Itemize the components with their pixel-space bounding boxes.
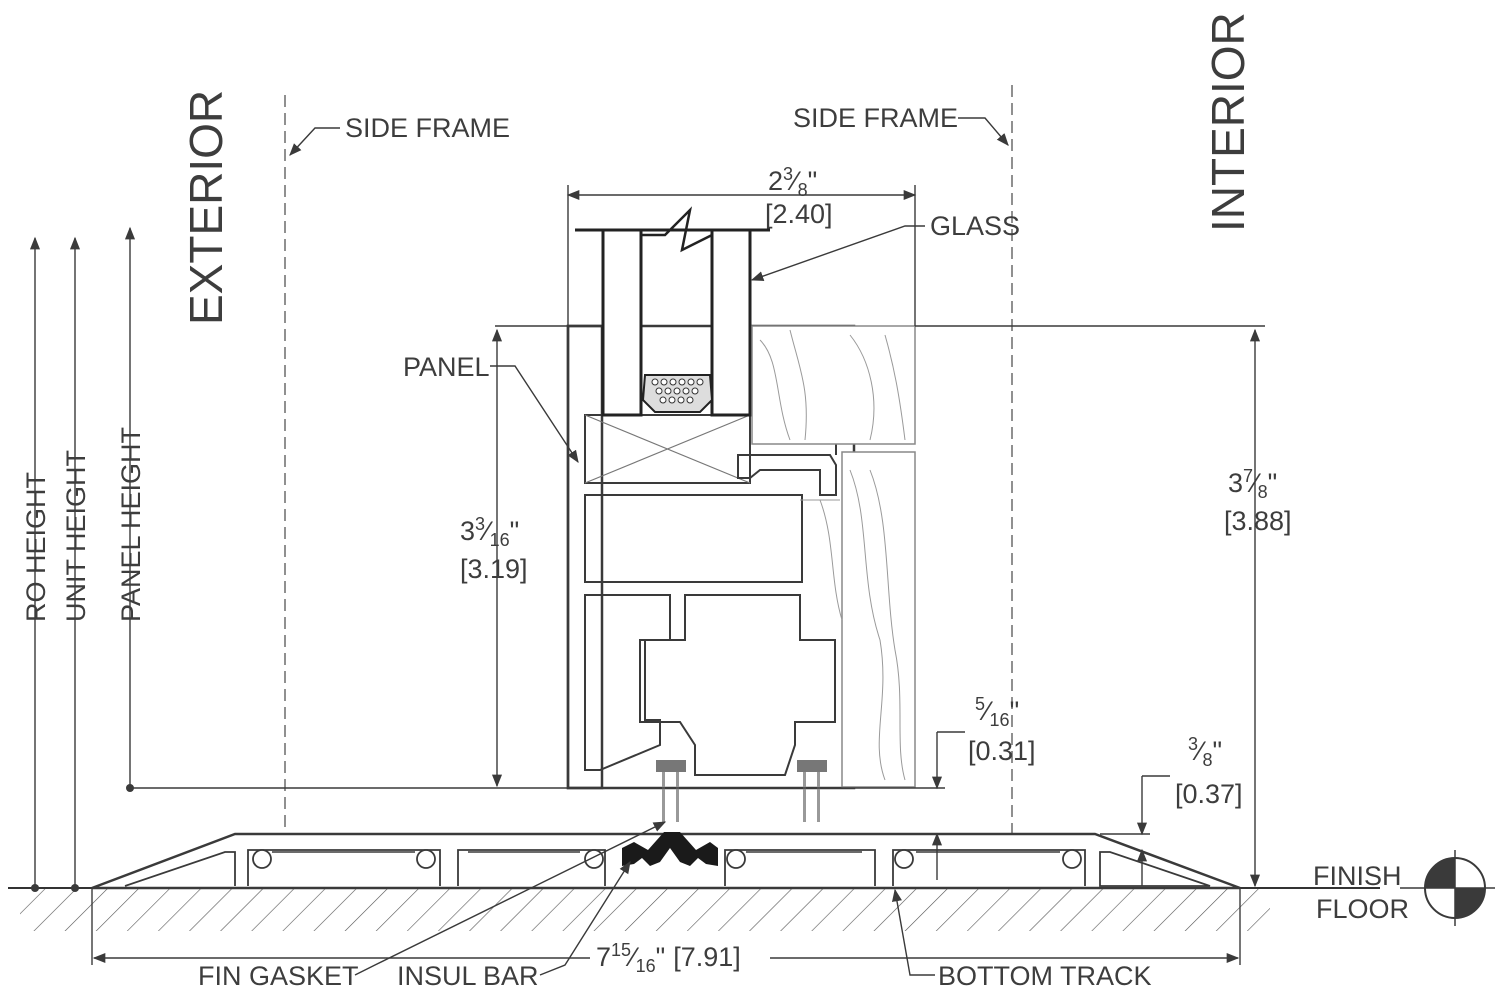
finish-floor-symbol — [1400, 850, 1495, 926]
dim-total-height: 37⁄8" [3.88] — [1224, 466, 1292, 536]
svg-text:715⁄16"[7.91]: 715⁄16"[7.91] — [596, 940, 741, 976]
dim-overall-width: 715⁄16"[7.91] — [596, 940, 741, 976]
dimension-lines — [29, 185, 1265, 965]
side-frame-right-label: SIDE FRAME — [793, 103, 958, 133]
bottom-track — [91, 832, 1241, 890]
interior-label: INTERIOR — [1202, 12, 1254, 232]
svg-text:[3.19]: [3.19] — [460, 554, 528, 584]
panel-label: PANEL — [403, 352, 490, 382]
dim-glass-width: 23⁄8" [2.40] — [765, 164, 833, 229]
floor-hatch — [8, 887, 1380, 931]
wood-interior — [751, 325, 916, 788]
ro-height-label: RO HEIGHT — [21, 472, 51, 622]
fin-gasket-label: FIN GASKET — [198, 961, 359, 991]
floor-label: FLOOR — [1316, 894, 1409, 924]
finish-label: FINISH — [1313, 861, 1402, 891]
svg-text:33⁄16": 33⁄16" — [460, 514, 519, 550]
glass-label: GLASS — [930, 211, 1020, 241]
svg-text:23⁄8": 23⁄8" — [768, 164, 817, 200]
bottom-track-label: BOTTOM TRACK — [938, 961, 1152, 991]
dim-panel-height: 33⁄16" [3.19] — [460, 514, 528, 584]
leader-lines — [289, 117, 1009, 976]
dim-gap-small: 5⁄16" [0.31] — [968, 694, 1036, 766]
svg-text:[3.88]: [3.88] — [1224, 506, 1292, 536]
svg-text:[2.40]: [2.40] — [765, 199, 833, 229]
svg-text:[0.31]: [0.31] — [968, 736, 1036, 766]
center-gasket — [622, 832, 718, 866]
panel-height-label: PANEL HEIGHT — [116, 427, 146, 622]
svg-text:5⁄16": 5⁄16" — [975, 694, 1019, 730]
unit-height-label: UNIT HEIGHT — [61, 450, 91, 622]
exterior-label: EXTERIOR — [180, 90, 232, 325]
glass-unit — [575, 206, 770, 417]
svg-text:3⁄8": 3⁄8" — [1188, 734, 1222, 770]
insul-bars — [656, 760, 827, 822]
side-frame-left-label: SIDE FRAME — [345, 113, 510, 143]
dim-track-height: 3⁄8" [0.37] — [1175, 734, 1243, 809]
side-frame-centerlines — [284, 85, 1013, 835]
svg-text:37⁄8": 37⁄8" — [1228, 466, 1277, 502]
height-arrow-origins — [31, 784, 134, 892]
svg-text:[0.37]: [0.37] — [1175, 779, 1243, 809]
insul-bar-label: INSUL BAR — [397, 961, 539, 991]
